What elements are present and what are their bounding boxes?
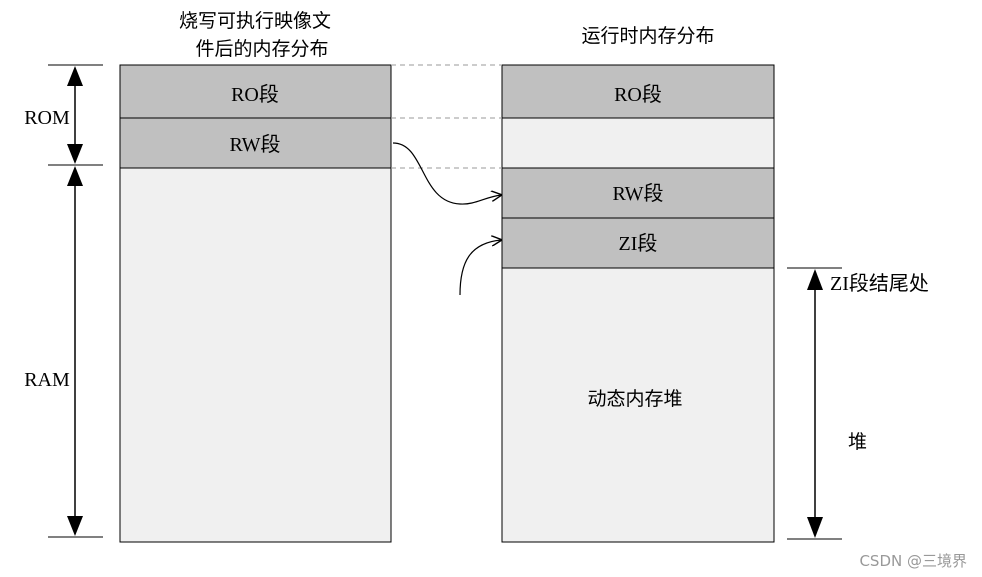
- left-ram-region: [119, 167, 392, 543]
- heap-arrow-down: [807, 517, 823, 538]
- heap-arrow-up: [807, 269, 823, 290]
- left-rw-label: RW段: [229, 133, 280, 156]
- right-empty-segment: [501, 117, 775, 169]
- ram-label: RAM: [24, 369, 70, 391]
- rom-label: ROM: [24, 107, 70, 129]
- zi-init-arrow: [459, 240, 501, 296]
- right-rw-label: RW段: [612, 182, 663, 205]
- zi-end-label: ZI段结尾处: [830, 272, 929, 295]
- left-ro-label: RO段: [231, 83, 279, 106]
- right-rw-segment: [501, 167, 775, 219]
- left-rw-segment: [119, 117, 392, 169]
- left-column-title-line2: 件后的内存分布: [195, 38, 328, 60]
- right-zi-label: ZI段: [619, 232, 658, 255]
- rom-arrow-down: [67, 144, 83, 164]
- left-ro-segment: [119, 64, 392, 119]
- right-ro-label: RO段: [614, 83, 662, 106]
- right-zi-segment: [501, 217, 775, 269]
- ram-arrow-down: [67, 516, 83, 536]
- right-ro-segment: [501, 64, 775, 119]
- heap-label: 堆: [848, 431, 867, 453]
- rom-arrow-up: [67, 66, 83, 86]
- right-column-title: 运行时内存分布: [581, 25, 714, 47]
- watermark: CSDN @三境界: [859, 552, 967, 570]
- ram-arrow-up: [67, 166, 83, 186]
- left-column-title-line1: 烧写可执行映像文: [179, 10, 331, 32]
- dynamic-heap-label: 动态内存堆: [587, 388, 682, 410]
- rw-copy-arrow: [392, 142, 501, 205]
